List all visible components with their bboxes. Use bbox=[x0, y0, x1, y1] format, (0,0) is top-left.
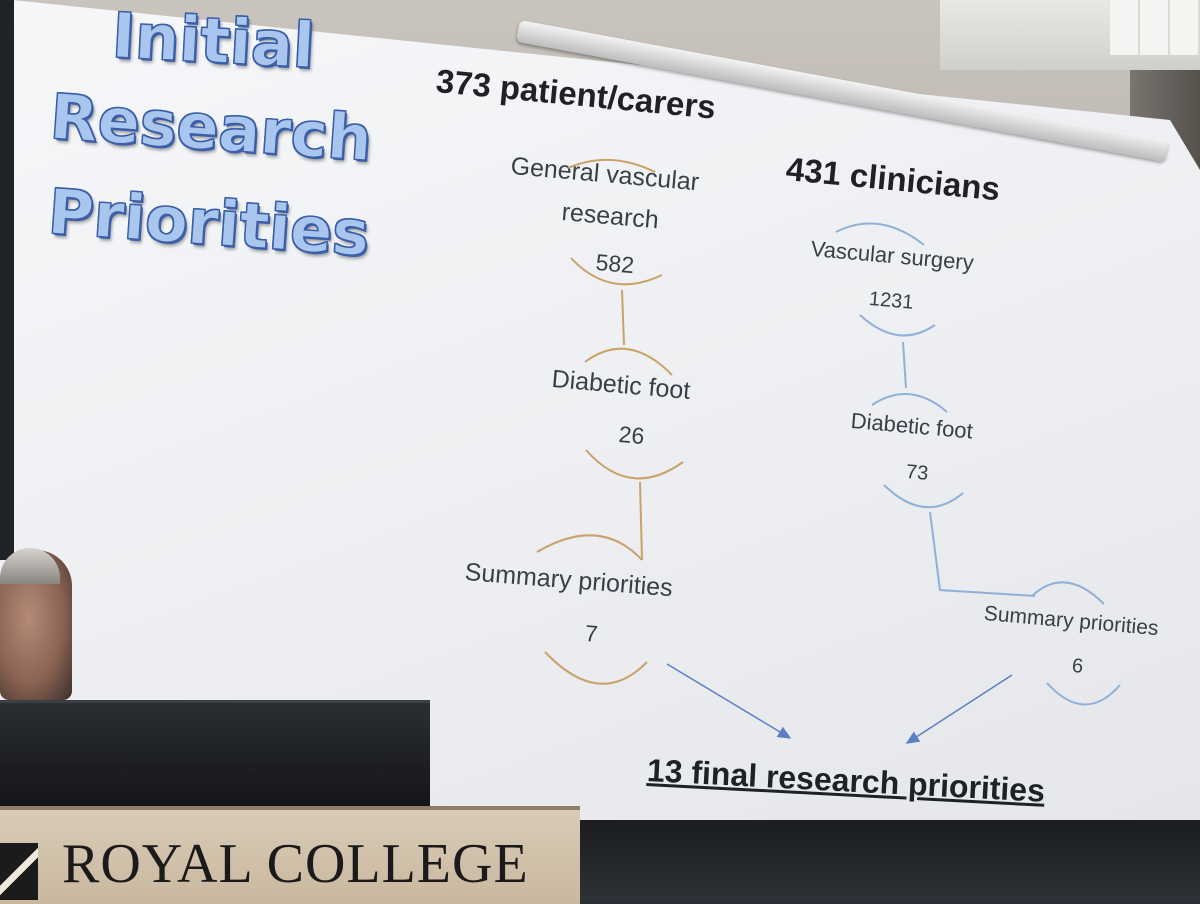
podium-sign bbox=[0, 806, 580, 904]
clinicians-connector-1 bbox=[902, 341, 907, 389]
clinicians-stage2-top-arc bbox=[871, 393, 948, 413]
ceiling-light bbox=[1110, 0, 1200, 55]
clinicians-stage2-bottom-arc bbox=[883, 484, 964, 509]
podium-text: ROYAL COLLEGE bbox=[62, 833, 529, 895]
patients-connector-2 bbox=[639, 481, 643, 561]
patients-connector-1 bbox=[621, 289, 625, 346]
patients-stage1-bottom-arc bbox=[570, 257, 663, 286]
screen-frame bbox=[0, 0, 14, 560]
patients-stage3-top-arc bbox=[536, 534, 643, 561]
clinicians-connector-2 bbox=[929, 511, 1036, 597]
patients-stage2-top-arc bbox=[584, 347, 673, 376]
patients-stage3-bottom-arc bbox=[544, 651, 648, 685]
clinicians-stage1-top-arc bbox=[835, 222, 925, 246]
clinicians-stage3-bottom-arc bbox=[1046, 682, 1121, 706]
college-crest-logo bbox=[0, 843, 38, 900]
patients-arrow bbox=[666, 663, 792, 739]
clinicians-stage1-bottom-arc bbox=[859, 314, 936, 337]
patients-stage2-bottom-arc bbox=[585, 449, 684, 480]
patients-stage1-top-arc bbox=[567, 159, 656, 173]
lectern-monitor bbox=[0, 700, 430, 813]
clinicians-stage3-top-arc bbox=[1031, 581, 1105, 605]
clinicians-arrow bbox=[905, 674, 1013, 744]
